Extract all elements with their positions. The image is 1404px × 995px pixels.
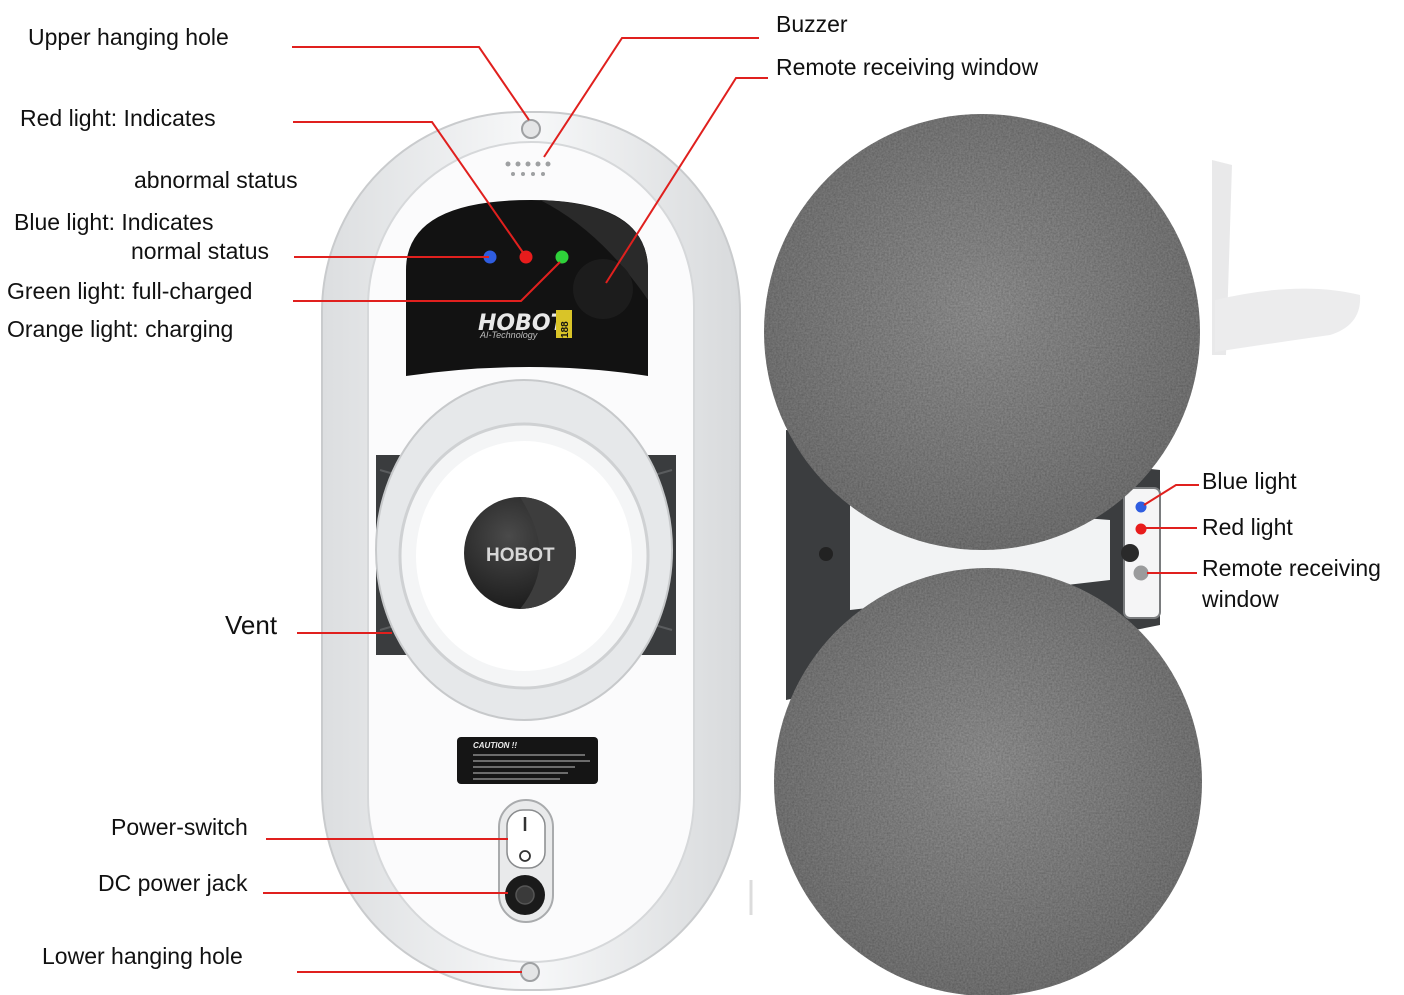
caution-title: CAUTION !! <box>473 741 517 750</box>
panel-model-badge <box>556 310 572 338</box>
label-remote-receiving-window: Remote receiving window <box>776 54 1039 80</box>
leader-upper-hanging-hole <box>292 46 530 121</box>
hub-shine <box>520 497 576 609</box>
side-remote-window <box>1133 565 1149 581</box>
label-lower-hanging-hole: Lower hanging hole <box>42 943 243 969</box>
chassis-screw <box>819 547 833 561</box>
upper-hanging-hole <box>521 119 541 139</box>
hub-brand-text: HOBOT <box>486 545 555 566</box>
leader-lines <box>263 37 1199 973</box>
lower-hanging-hole <box>520 962 540 982</box>
green-led <box>555 250 569 264</box>
indicator-panel <box>406 200 648 376</box>
label-upper-hanging-hole: Upper hanging hole <box>28 24 229 50</box>
leader-green-light <box>293 261 561 302</box>
leader-remote-window <box>605 77 768 284</box>
panel-model-text: 188 <box>560 321 571 338</box>
lower-cleaning-pad <box>774 568 1202 995</box>
side-blue-led <box>1135 501 1147 513</box>
caution-text-lines <box>473 754 590 780</box>
dc-jack-pin <box>515 885 535 905</box>
leader-buzzer <box>543 37 759 158</box>
switch-off-mark <box>519 850 531 862</box>
blue-led <box>483 250 497 264</box>
label-blue-light-line2: normal status <box>131 238 270 264</box>
label-green-light: Green light: full-charged <box>7 278 253 304</box>
label-power-switch: Power-switch <box>111 814 248 840</box>
remote-receiving-window <box>573 259 633 319</box>
panel-reflection <box>540 200 648 300</box>
label-blue-light-line1: Blue light: Indicates <box>14 209 214 235</box>
label-side-remote-line2: window <box>1202 586 1279 612</box>
panel-sub-text: AI-Technology <box>479 330 538 340</box>
buzzer-holes <box>505 161 551 176</box>
label-orange-light: Orange light: charging <box>7 316 234 342</box>
side-button <box>1121 544 1139 562</box>
red-led <box>519 250 533 264</box>
background-graphic-squeegee <box>1215 288 1361 352</box>
side-red-led <box>1135 523 1147 535</box>
panel-brand-text: HOBOT <box>478 311 568 336</box>
label-red-light-line1: Red light: Indicates <box>20 105 216 131</box>
label-vent: Vent <box>225 610 278 640</box>
front-view-device: HOBOT 188 AI-Technology HOBOT CAUTION !! <box>321 111 741 991</box>
label-dc-power-jack: DC power jack <box>98 870 248 896</box>
upper-cleaning-pad <box>764 114 1200 550</box>
side-view-device <box>749 114 1361 995</box>
leader-red-light <box>293 121 525 255</box>
label-side-remote-line1: Remote receiving <box>1202 555 1381 581</box>
label-side-blue-light: Blue light <box>1202 468 1297 494</box>
label-side-red-light: Red light <box>1202 514 1293 540</box>
label-red-light-line2: abnormal status <box>134 167 298 193</box>
label-buzzer: Buzzer <box>776 11 848 37</box>
leader-side-blue-light <box>1143 484 1199 506</box>
